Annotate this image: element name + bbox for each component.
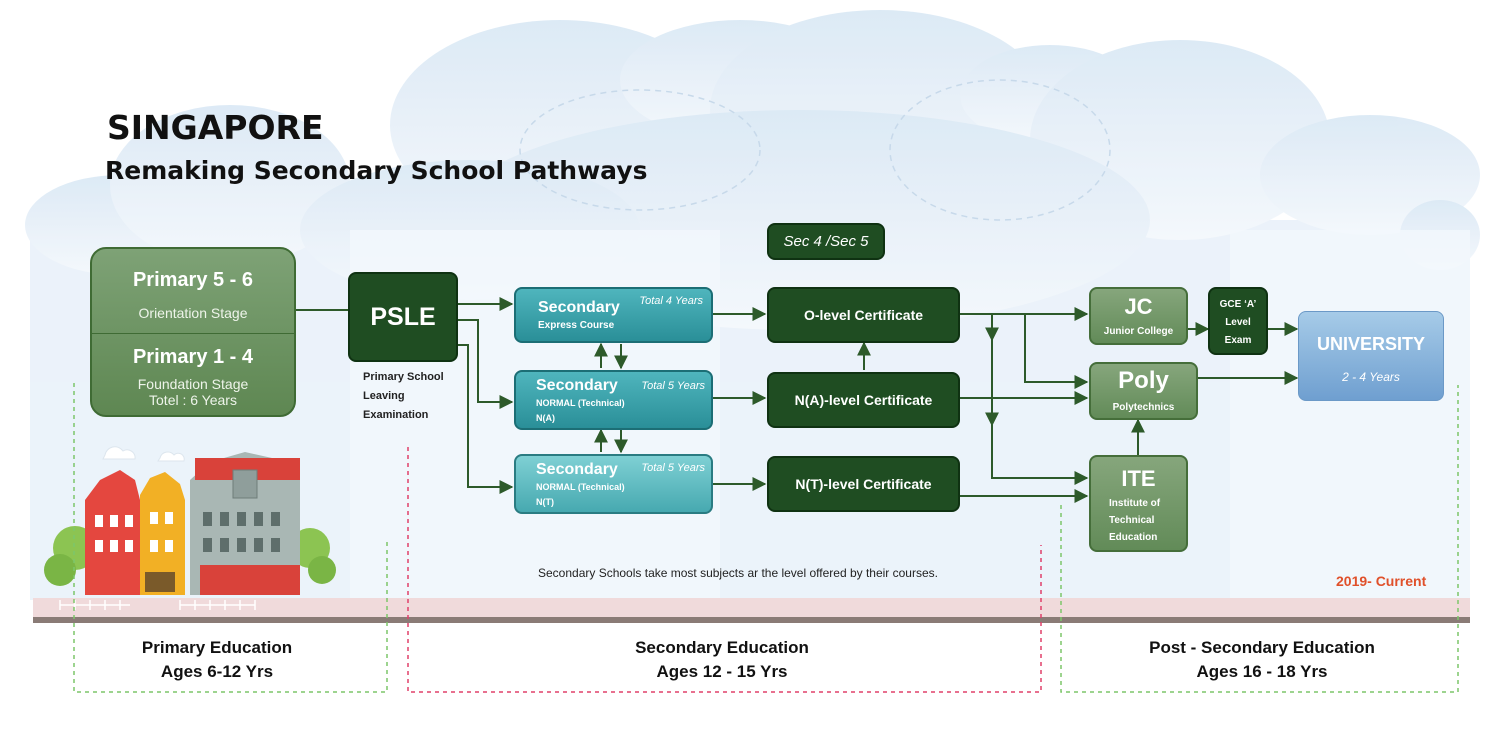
primary-upper-title: Primary 5 - 6 — [132, 269, 254, 291]
primary-lower-title: Primary 1 - 4 — [132, 346, 254, 368]
secondary-nt-box: Secondary NORMAL (Technical) N(T) Total … — [514, 454, 713, 514]
na-level-certificate: N(A)-level Certificate — [767, 372, 960, 428]
segment-secondary: Secondary Education Ages 12 - 15 Yrs — [590, 636, 854, 684]
secondary-na-years: Total 5 Years — [641, 380, 705, 392]
secondary-nt-years: Total 5 Years — [641, 462, 705, 474]
secondary-na-course: NORMAL (Technical) — [536, 398, 625, 408]
poly-subtitle: Polytechnics — [1112, 402, 1175, 413]
poly-title: Poly — [1118, 367, 1169, 394]
pathway-connectors — [296, 297, 1299, 503]
jc-title: JC — [1124, 294, 1153, 319]
secondary-express-title: Secondary — [538, 299, 620, 316]
segment-primary: Primary Education Ages 6-12 Yrs — [90, 636, 344, 684]
segment-post-secondary-name: Post - Secondary Education — [1149, 638, 1375, 657]
segment-secondary-ages: Ages 12 - 15 Yrs — [656, 662, 788, 681]
ground-strip — [33, 598, 1470, 623]
secondary-nt-stream: N(T) — [536, 497, 554, 507]
ite-box: ITE Institute of Technical Education — [1089, 455, 1188, 552]
gce-line-2: Level — [1225, 317, 1251, 328]
segment-frames — [73, 383, 1459, 693]
primary-upper-subtitle: Orientation Stage — [138, 305, 248, 321]
secondary-na-stream: N(A) — [536, 413, 555, 423]
psle-box: PSLE — [348, 272, 458, 362]
primary-divider — [92, 333, 294, 334]
primary-block: Primary 5 - 6 Orientation Stage Primary … — [90, 247, 296, 417]
page-title: SINGAPORE — [107, 108, 324, 147]
primary-lower-subtitle: Foundation Stage — [137, 376, 249, 392]
ite-line-3: Education — [1109, 532, 1158, 543]
secondary-na-title: Secondary — [536, 377, 618, 394]
segment-post-secondary-ages: Ages 16 - 18 Yrs — [1196, 662, 1328, 681]
secondary-nt-course: NORMAL (Technical) — [536, 482, 625, 492]
secondary-express-box: Secondary Express Course Total 4 Years — [514, 287, 713, 343]
o-level-certificate: O-level Certificate — [767, 287, 960, 343]
segment-primary-name: Primary Education — [141, 638, 293, 657]
segment-primary-ages: Ages 6-12 Yrs — [160, 662, 274, 681]
cloud-outlines — [519, 79, 1111, 221]
version-label: 2019- Current — [1336, 573, 1427, 589]
jc-subtitle: Junior College — [1103, 326, 1174, 337]
primary-lower-total: Totel : 6 Years — [149, 392, 237, 408]
poly-box: Poly Polytechnics — [1089, 362, 1198, 420]
segment-post-secondary: Post - Secondary Education Ages 16 - 18 … — [1110, 636, 1414, 684]
page-subtitle: Remaking Secondary School Pathways — [105, 156, 648, 185]
nt-level-certificate: N(T)-level Certificate — [767, 456, 960, 512]
secondary-express-years: Total 4 Years — [639, 295, 703, 307]
secondary-nt-title: Secondary — [536, 461, 618, 478]
sec-stage-label: Sec 4 /Sec 5 — [767, 223, 885, 260]
secondary-na-box: Secondary NORMAL (Technical) N(A) Total … — [514, 370, 713, 430]
gce-line-1: GCE ‘A’ — [1219, 299, 1257, 310]
psle-caption: Primary School Leaving Examination — [363, 371, 444, 421]
town-illustration-icon — [44, 446, 336, 610]
university-subtitle: 2 - 4 Years — [1342, 370, 1400, 384]
university-title: UNIVERSITY — [1316, 334, 1426, 354]
ite-line-1: Institute of — [1109, 498, 1161, 509]
ite-line-2: Technical — [1109, 515, 1155, 526]
footnote: Secondary Schools take most subjects ar … — [538, 566, 938, 580]
segment-secondary-name: Secondary Education — [635, 638, 809, 657]
jc-box: JC Junior College — [1089, 287, 1188, 345]
university-box: UNIVERSITY 2 - 4 Years — [1298, 311, 1444, 401]
ite-title: ITE — [1121, 466, 1156, 491]
secondary-express-course: Express Course — [538, 320, 615, 331]
gce-a-level-box: GCE ‘A’ Level Exam — [1208, 287, 1268, 355]
gce-line-3: Exam — [1224, 335, 1252, 346]
